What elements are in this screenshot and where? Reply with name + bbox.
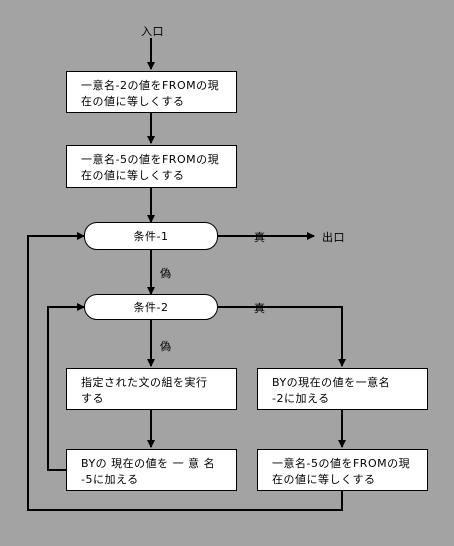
box-text-line: -5に加える [81, 473, 139, 486]
box-text-line: 在の値に等しくする [272, 473, 376, 486]
condition-2: 条件-2 [84, 294, 218, 320]
box-text-line: 一意名-5の値をFROMの現 [81, 153, 220, 166]
true-label-1: 真 [254, 231, 266, 244]
false-label-2: 偽 [160, 340, 172, 353]
box-text-line: 一意名-2の値をFROMの現 [81, 79, 220, 92]
box-text-line: する [81, 392, 104, 405]
condition-1: 条件-1 [84, 222, 218, 250]
box-add-by-to-identifier-5: BYの 現在の値を 一 意 名 -5に加える [66, 449, 237, 491]
box-text-line: 指定された文の組を実行 [81, 376, 208, 389]
box-add-by-to-identifier-2: BYの現在の値を一意名 -2に加える [257, 368, 428, 410]
box-execute-statements: 指定された文の組を実行 する [66, 368, 237, 410]
box-reset-identifier-5: 一意名-5の値をFROMの現 在の値に等しくする [257, 449, 428, 491]
loop-box5-to-cond2 [47, 303, 85, 471]
box-text-line: BYの現在の値を一意名 [272, 376, 391, 389]
arrow-cond2-to-box4 [218, 306, 346, 367]
box-text-line: 在の値に等しくする [81, 169, 185, 182]
false-label-1: 偽 [160, 267, 172, 280]
entry-label: 入口 [141, 25, 164, 38]
exit-label: 出口 [322, 231, 345, 244]
box-text-line: 在の値に等しくする [81, 95, 185, 108]
box-text-line: BYの 現在の値を 一 意 名 [81, 457, 216, 470]
box-init-identifier-5: 一意名-5の値をFROMの現 在の値に等しくする [66, 145, 237, 188]
condition-1-label: 条件-1 [133, 230, 169, 243]
true-label-2: 真 [254, 302, 266, 315]
box-init-identifier-2: 一意名-2の値をFROMの現 在の値に等しくする [66, 71, 237, 113]
box-text-line: -2に加える [272, 392, 330, 405]
box-text-line: 一意名-5の値をFROMの現 [272, 457, 411, 470]
condition-2-label: 条件-2 [133, 301, 169, 314]
loop-box6-to-cond1 [27, 232, 343, 511]
